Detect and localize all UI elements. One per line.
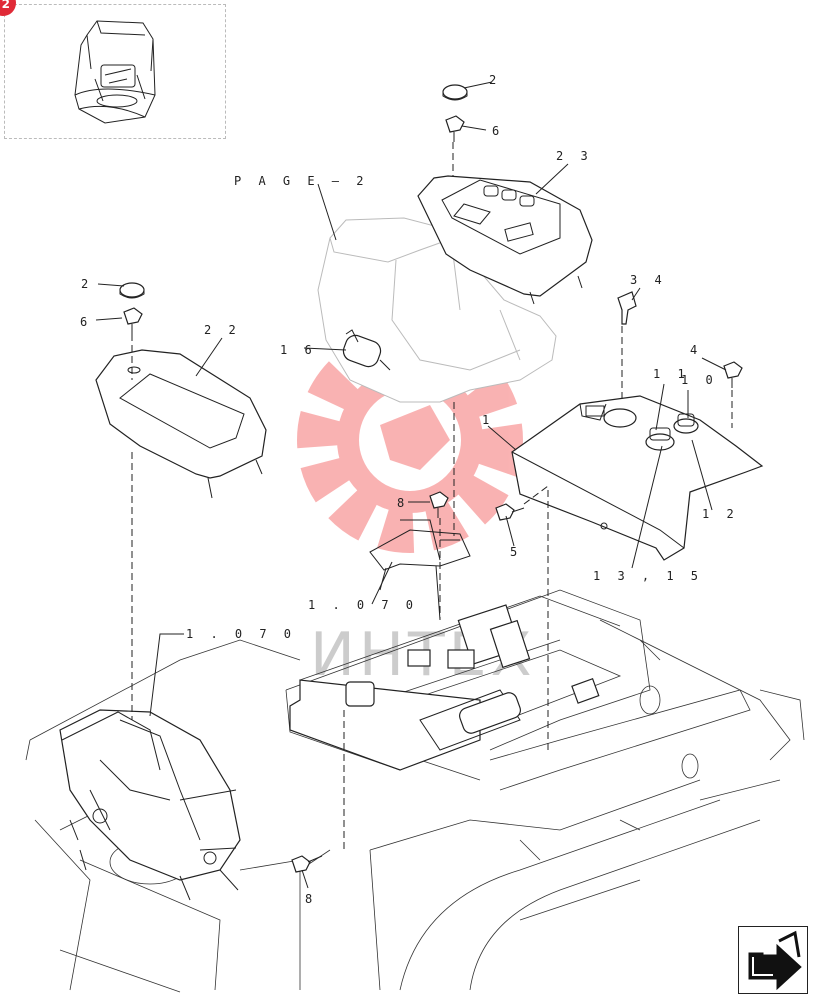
part-23-console-cover (417, 175, 593, 305)
assembly-lines (131, 142, 733, 850)
part-16-relay (342, 329, 391, 371)
callout-23: 2 3 (556, 149, 593, 163)
part-34-key (617, 291, 637, 325)
callout-1070-left[interactable]: 1 . 0 7 0 (186, 627, 296, 641)
left-lever-assembly (59, 709, 241, 901)
cab-overview-thumbnail[interactable] (4, 4, 226, 139)
cab-thumbnail-icon (74, 20, 156, 124)
callout-1: 1 (482, 413, 494, 427)
bracket-assembly (369, 519, 471, 621)
callout-16: 1 6 (280, 343, 317, 357)
part-22-left-cover (95, 349, 267, 499)
callout-10: 1 0 (681, 373, 718, 387)
callout-2-top: 2 (489, 73, 501, 87)
next-page-arrow-icon (748, 930, 802, 991)
callout-8-mid: 8 (397, 496, 409, 510)
callout-12: 1 2 (702, 507, 739, 521)
callout-5: 5 (510, 545, 522, 559)
callout-11: 1 1 (653, 367, 690, 381)
part-1-switch-panel (511, 395, 764, 561)
callout-22: 2 2 (204, 323, 241, 337)
leader-lines (95, 81, 727, 889)
callout-page-2[interactable]: P A G E — 2 (234, 174, 368, 188)
callout-13-15: 1 3 , 1 5 (593, 569, 703, 583)
callout-2-left: 2 (81, 277, 93, 291)
page-number-badge: 2 (0, 0, 16, 16)
fasteners (119, 84, 743, 873)
next-page-button[interactable] (738, 926, 808, 994)
callout-8-bottom: 8 (305, 892, 317, 906)
callout-34: 3 4 (630, 273, 667, 287)
callout-labels: 2 6 2 3 P A G E — 2 2 6 2 2 3 4 1 6 4 1 … (80, 73, 739, 906)
callout-6-top: 6 (492, 124, 504, 138)
callout-4: 4 (690, 343, 702, 357)
callout-1070-center[interactable]: 1 . 0 7 0 (308, 598, 418, 612)
callout-6-left: 6 (80, 315, 92, 329)
center-tray (289, 604, 600, 771)
